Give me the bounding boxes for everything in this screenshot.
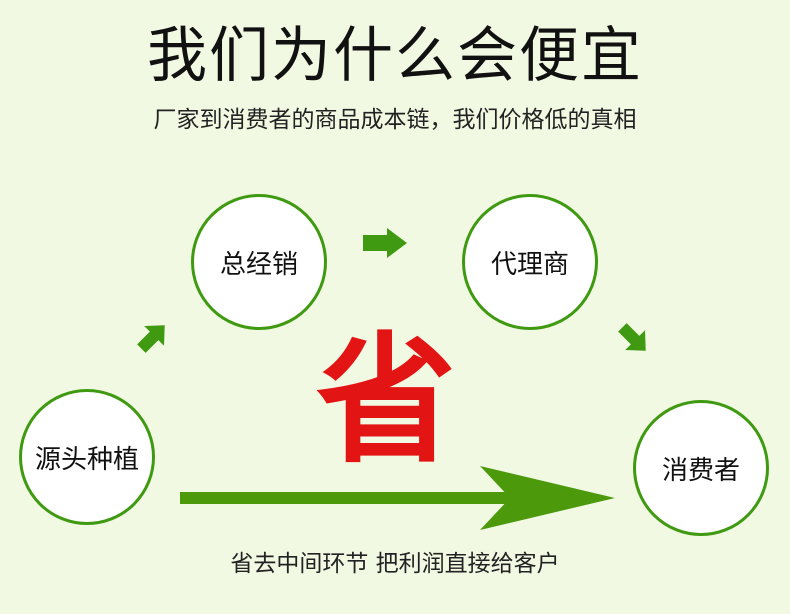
direct-arrow (180, 466, 615, 530)
node-agent: 代理商 (462, 194, 598, 330)
node-distributor: 总经销 (191, 194, 327, 330)
node-consumer-label: 消费者 (661, 455, 740, 486)
arrow-source-to-distributor (137, 325, 165, 353)
node-agent-label: 代理商 (490, 249, 569, 280)
node-source-label: 源头种植 (34, 444, 139, 475)
node-consumer: 消费者 (633, 400, 769, 536)
save-mark: 省 (316, 320, 457, 483)
arrow-distributor-to-agent (363, 228, 407, 258)
page-title: 我们为什么会便宜 (147, 21, 643, 91)
footer-caption: 省去中间环节 把利润直接给客户 (230, 551, 560, 577)
node-source: 源头种植 (19, 389, 155, 525)
arrow-agent-to-consumer (618, 323, 646, 351)
node-distributor-label: 总经销 (219, 249, 298, 280)
page-subtitle: 厂家到消费者的商品成本链，我们价格低的真相 (153, 107, 637, 133)
